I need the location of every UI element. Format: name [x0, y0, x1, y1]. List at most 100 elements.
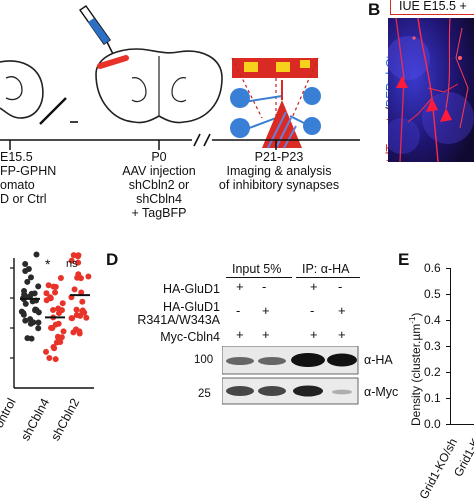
- timeline-label-p21: P21-P23 Imaging & analysis of inhibitory…: [214, 150, 344, 192]
- condition-mark: -: [338, 279, 343, 294]
- panel-e-ylabel: Density (cluster.µm-1): [408, 312, 423, 426]
- panel-b-vertical-label: tdTomato/BFP.shCtr: [368, 22, 398, 162]
- row-label-mutation: R341A/W343A: [137, 313, 220, 327]
- data-point-shcbln4: [55, 310, 62, 317]
- row-label-myccbln4: Myc-Cbln4: [160, 330, 220, 344]
- data-point-control: [25, 265, 32, 272]
- panel-e-x-axis: [450, 424, 474, 426]
- data-point-shcbln4: [53, 339, 60, 346]
- data-point-shcbln4: [55, 320, 62, 327]
- timeline-p0-line-5: + TagBFP: [131, 206, 187, 220]
- data-point-control: [35, 325, 42, 332]
- data-point-shcbln2: [79, 308, 86, 315]
- microscopy-image: [388, 18, 474, 162]
- data-point-shcbln4: [52, 356, 59, 363]
- condition-mark: -: [262, 279, 267, 294]
- panel-e-ytick-label: 0.4: [424, 313, 441, 327]
- panel-e-ytick-label: 0.6: [424, 261, 441, 275]
- data-point-shcbln2: [76, 330, 83, 337]
- data-point-shcbln2: [70, 329, 77, 336]
- timeline-break-icon: [193, 133, 211, 147]
- panel-e-ytick-label: 0.3: [424, 339, 441, 353]
- data-point-shcbln4: [47, 295, 54, 302]
- data-point-shcbln4: [60, 328, 67, 335]
- syringe-icon: [79, 5, 115, 57]
- panel-e-ytick: [446, 398, 450, 400]
- data-point-shcbln2: [75, 271, 82, 278]
- panel-e-ytick-label: 0.1: [424, 391, 441, 405]
- data-point-shcbln4: [51, 345, 58, 352]
- data-point-control: [28, 290, 35, 297]
- data-point-shcbln2: [73, 306, 80, 313]
- significance-shcbln2: ns: [66, 258, 78, 270]
- data-point-control: [22, 292, 29, 299]
- data-point-control: [35, 283, 42, 290]
- panel-e-ytick: [446, 372, 450, 374]
- panel-e-ytick: [446, 346, 450, 348]
- timeline-e155-line-2: FP-GPHN: [0, 164, 57, 178]
- data-point-shcbln4: [45, 282, 52, 289]
- data-point-shcbln2: [68, 257, 75, 264]
- timeline-p0-line-2: AAV injection: [122, 164, 196, 178]
- data-point-shcbln2: [75, 259, 82, 266]
- scatter-chart: [10, 251, 94, 389]
- condition-mark: +: [338, 327, 346, 342]
- data-point-control: [22, 300, 29, 307]
- col-header-ip-underline: [296, 277, 360, 279]
- timeline-p21-line-1: P21-P23: [254, 150, 304, 164]
- brain-outline-e155: [0, 60, 44, 119]
- panel-e-ytick-label: 0.5: [424, 287, 441, 301]
- timeline-e155-line-1: E15.5: [0, 150, 33, 164]
- data-point-control: [22, 317, 29, 324]
- blot-label-ha: α-HA: [364, 353, 393, 367]
- electrode-line: [39, 97, 67, 125]
- data-point-shcbln4: [52, 283, 59, 290]
- condition-mark: +: [236, 279, 244, 294]
- timeline-label-p0: P0 AAV injection shCbln2 or shCbln4 + Ta…: [99, 150, 219, 220]
- data-point-control: [35, 319, 42, 326]
- data-point-shcbln4: [52, 289, 59, 296]
- data-point-shcbln4: [46, 355, 53, 362]
- brain-outline-p0: [95, 48, 223, 124]
- panel-letter-b: B: [368, 0, 381, 19]
- data-point-control: [33, 251, 40, 258]
- data-point-control: [32, 306, 39, 313]
- data-point-shcbln2: [78, 289, 85, 296]
- data-point-shcbln2: [75, 252, 82, 259]
- condition-mark: +: [310, 327, 318, 342]
- panel-letter-d: D: [106, 250, 119, 269]
- panel-e-ytick: [446, 268, 450, 270]
- data-point-shcbln2: [85, 273, 92, 280]
- data-point-shcbln4: [57, 275, 64, 282]
- mw-marker-100: 100: [194, 354, 214, 366]
- data-point-control: [22, 260, 29, 267]
- panel-letter-e: E: [398, 250, 410, 269]
- data-point-shcbln2: [71, 286, 78, 293]
- synapse-schematic: [230, 57, 321, 149]
- western-blot: [222, 346, 359, 405]
- data-point-shcbln4: [43, 348, 50, 355]
- timeline-e155-line-4: D or Ctrl: [0, 192, 47, 206]
- data-point-shcbln4: [59, 300, 66, 307]
- col-header-input-underline: [226, 277, 292, 279]
- row-label-hagluD1: HA-GluD1: [163, 282, 220, 296]
- timeline-e155-line-3: omato: [0, 178, 35, 192]
- timeline-label-e155: E15.5 FP-GPHN omato D or Ctrl: [0, 150, 56, 206]
- panel-e-y-axis: [450, 268, 452, 424]
- timeline-p21-line-3: of inhibitory synapses: [218, 178, 340, 192]
- panel-e-ytick-label: 0.0: [424, 417, 441, 431]
- panel-e-ytick: [446, 294, 450, 296]
- data-point-shcbln2: [73, 312, 80, 319]
- panel-e-ytick-label: 0.2: [424, 365, 441, 379]
- condition-mark: +: [262, 327, 270, 342]
- data-point-control: [20, 310, 27, 317]
- data-point-shcbln2: [79, 298, 86, 305]
- timeline-p0-line-3: shCbln2 or: [128, 178, 190, 192]
- row-label-hagluD1-mut: HA-GluD1: [163, 300, 220, 314]
- col-header-input: Input 5%: [232, 262, 282, 276]
- condition-mark: -: [236, 303, 241, 318]
- blot-label-myc: α-Myc: [364, 385, 399, 399]
- significance-shcbln4: *: [45, 256, 51, 272]
- data-point-shcbln4: [43, 290, 50, 297]
- data-point-control: [21, 287, 28, 294]
